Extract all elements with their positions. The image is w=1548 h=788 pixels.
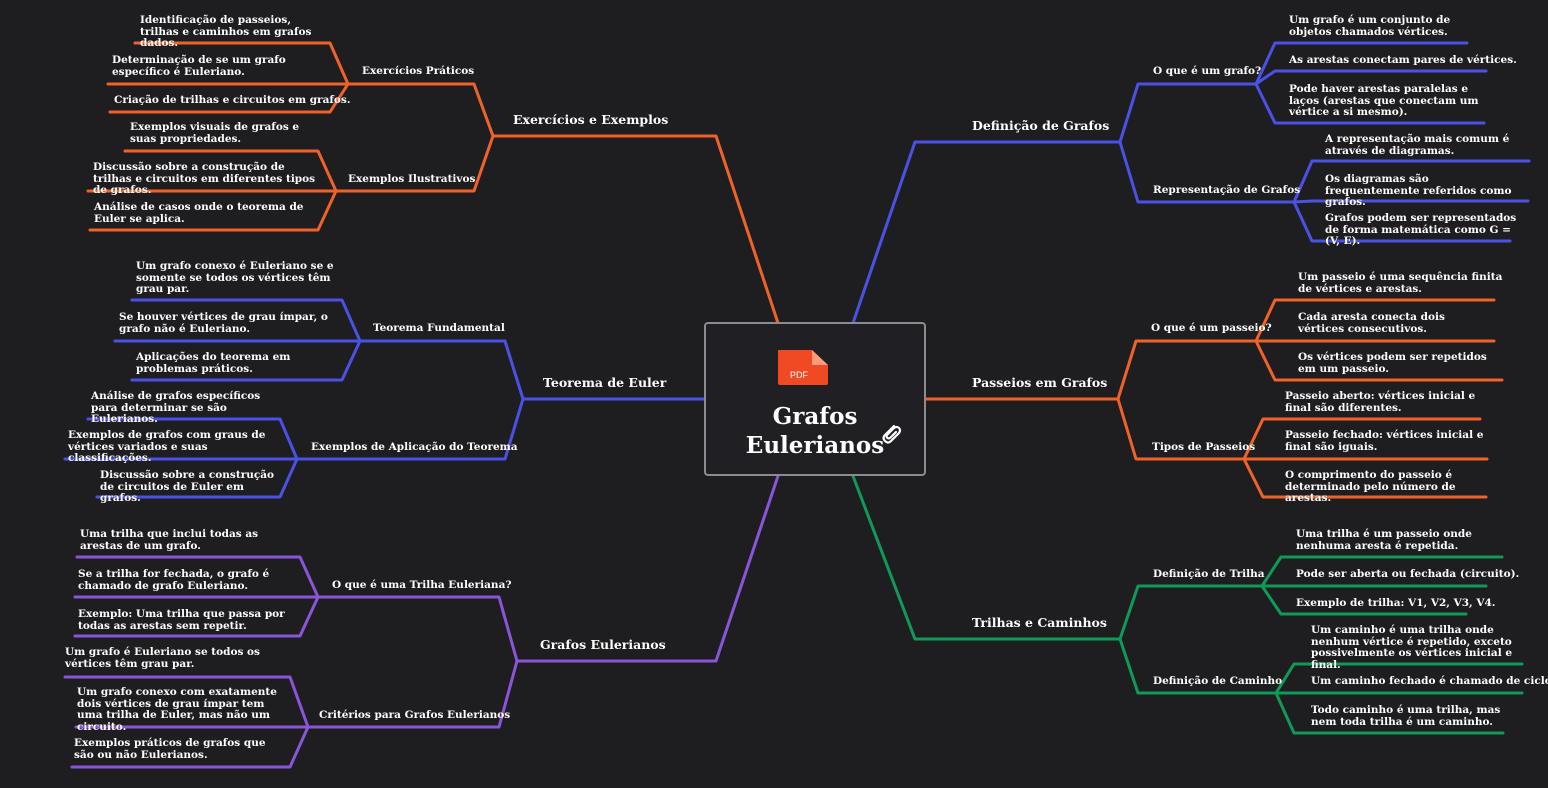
subtopic-criterios[interactable]: Critérios para Grafos Eulerianos xyxy=(319,709,511,721)
subtopic-exemplos-aplicacao[interactable]: Exemplos de Aplicação do Teorema xyxy=(311,441,518,453)
leaf-item[interactable]: Uma trilha é um passeio onde nenhuma are… xyxy=(1296,528,1472,552)
leaf-item[interactable]: Análise de grafos específicos para deter… xyxy=(91,390,261,425)
leaf-item[interactable]: Pode haver arestas paralelas e laços (ar… xyxy=(1289,83,1479,118)
branch-trilhas-caminhos[interactable]: Trilhas e Caminhos xyxy=(972,615,1107,630)
branch-definicao-grafos[interactable]: Definição de Grafos xyxy=(972,118,1110,133)
subtopic-o-que-e-grafo[interactable]: O que é um grafo? xyxy=(1153,65,1262,77)
subtopic-exemplos-ilustrativos[interactable]: Exemplos Ilustrativos xyxy=(348,173,476,185)
leaf-item[interactable]: Os vértices podem ser repetidos em um pa… xyxy=(1298,351,1487,375)
subtopic-definicao-trilha[interactable]: Definição de Trilha xyxy=(1153,568,1265,580)
branch-teorema-euler[interactable]: Teorema de Euler xyxy=(543,375,667,390)
leaf-item[interactable]: Se a trilha for fechada, o grafo é chama… xyxy=(78,568,270,592)
leaf-item[interactable]: Todo caminho é uma trilha, mas nem toda … xyxy=(1311,704,1501,728)
leaf-item[interactable]: Exemplos visuais de grafos e suas propri… xyxy=(130,121,300,145)
central-topic-title: Grafos Eulerianos xyxy=(745,403,885,459)
leaf-item[interactable]: Passeio aberto: vértices inicial e final… xyxy=(1285,390,1476,414)
leaf-item[interactable]: Um grafo conexo é Euleriano se e somente… xyxy=(136,260,334,295)
subtopic-o-que-e-passeio[interactable]: O que é um passeio? xyxy=(1151,322,1272,334)
leaf-item[interactable]: Se houver vértices de grau ímpar, o graf… xyxy=(119,311,328,335)
pdf-file-icon[interactable]: PDF xyxy=(772,347,830,387)
subtopic-tipos-passeios[interactable]: Tipos de Passeios xyxy=(1152,441,1256,453)
leaf-item[interactable]: Exemplo de trilha: V1, V2, V3, V4. xyxy=(1296,597,1496,609)
subtopic-exercicios-praticos[interactable]: Exercícios Práticos xyxy=(362,65,475,77)
leaf-item[interactable]: Um passeio é uma sequência finita de vér… xyxy=(1298,271,1503,295)
subtopic-trilha-euleriana[interactable]: O que é uma Trilha Euleriana? xyxy=(332,579,512,591)
leaf-item[interactable]: Determinação de se um grafo específico é… xyxy=(112,54,286,78)
leaf-item[interactable]: Um grafo conexo com exatamente dois vért… xyxy=(77,686,277,733)
subtopic-representacao[interactable]: Representação de Grafos xyxy=(1153,184,1301,196)
central-topic[interactable]: PDF Grafos Eulerianos xyxy=(704,322,926,476)
leaf-item[interactable]: As arestas conectam pares de vértices. xyxy=(1289,54,1517,66)
branch-grafos-eulerianos[interactable]: Grafos Eulerianos xyxy=(540,637,666,652)
leaf-item[interactable]: Pode ser aberta ou fechada (circuito). xyxy=(1296,568,1520,580)
leaf-item[interactable]: Discussão sobre a construção de trilhas … xyxy=(93,161,316,196)
leaf-item[interactable]: O comprimento do passeio é determinado p… xyxy=(1285,469,1456,504)
leaf-item[interactable]: Aplicações do teorema em problemas práti… xyxy=(136,351,291,375)
leaf-item[interactable]: Um caminho fechado é chamado de ciclo. xyxy=(1311,675,1548,687)
leaf-item[interactable]: Identificação de passeios, trilhas e cam… xyxy=(140,14,312,49)
leaf-item[interactable]: Os diagramas são frequentemente referido… xyxy=(1325,173,1512,208)
leaf-item[interactable]: Exemplo: Uma trilha que passa por todas … xyxy=(78,608,285,632)
leaf-item[interactable]: A representação mais comum é através de … xyxy=(1325,133,1510,157)
leaf-item[interactable]: Análise de casos onde o teorema de Euler… xyxy=(94,201,304,225)
pdf-label: PDF xyxy=(790,370,809,380)
subtopic-teorema-fundamental[interactable]: Teorema Fundamental xyxy=(373,322,505,334)
branch-passeios-grafos[interactable]: Passeios em Grafos xyxy=(972,375,1108,390)
leaf-item[interactable]: Passeio fechado: vértices inicial e fina… xyxy=(1285,429,1484,453)
subtopic-definicao-caminho[interactable]: Definição de Caminho xyxy=(1153,675,1283,687)
leaf-item[interactable]: Cada aresta conecta dois vértices consec… xyxy=(1298,311,1445,335)
paperclip-icon[interactable] xyxy=(878,420,904,446)
leaf-item[interactable]: Um grafo é um conjunto de objetos chamad… xyxy=(1289,14,1451,38)
branch-exercicios-exemplos[interactable]: Exercícios e Exemplos xyxy=(513,112,669,127)
leaf-item[interactable]: Criação de trilhas e circuitos em grafos… xyxy=(114,94,351,106)
leaf-item[interactable]: Discussão sobre a construção de circuito… xyxy=(100,469,275,504)
leaf-item[interactable]: Grafos podem ser representados de forma … xyxy=(1325,212,1517,247)
leaf-item[interactable]: Uma trilha que inclui todas as arestas d… xyxy=(80,528,259,552)
leaf-item[interactable]: Exemplos de grafos com graus de vértices… xyxy=(68,429,266,464)
leaf-item[interactable]: Um grafo é Euleriano se todos os vértice… xyxy=(65,646,260,670)
leaf-item[interactable]: Exemplos práticos de grafos que são ou n… xyxy=(74,737,266,761)
leaf-item[interactable]: Um caminho é uma trilha onde nenhum vért… xyxy=(1311,624,1513,671)
